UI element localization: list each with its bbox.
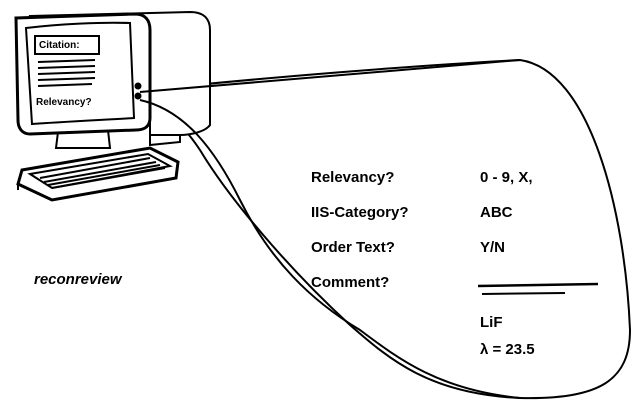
pointer-line-top: [139, 59, 521, 93]
keyboard-keys: [39, 157, 166, 189]
comment-entry-line1: LiF: [480, 314, 503, 331]
monitor-stand: [54, 129, 112, 149]
comment-entry-line2: λ = 23.5: [480, 341, 535, 358]
screen-text-lines: [37, 59, 96, 87]
callout-bubble-outline: [145, 58, 632, 400]
comment-blank-line-2: [481, 292, 566, 295]
value-order-text: Y/N: [480, 239, 506, 256]
prompt-relevancy: Relevancy?: [311, 169, 395, 186]
monitor-knob-bottom: [134, 92, 142, 100]
prompt-comment: Comment?: [311, 274, 390, 291]
terminal-caption: reconreview: [34, 271, 122, 288]
value-iis-category: ABC: [480, 204, 513, 221]
monitor-knob-top: [134, 82, 142, 90]
value-relevancy: 0 - 9, X,: [480, 169, 533, 186]
screen-relevancy-prompt: Relevancy?: [36, 97, 92, 108]
prompt-order-text: Order Text?: [311, 239, 395, 256]
comment-blank-line-1: [477, 282, 599, 288]
prompt-iis-category: IIS-Category?: [311, 204, 409, 221]
monitor-base-side: [149, 130, 181, 147]
screen-citation-label: Citation:: [39, 40, 80, 51]
pointer-line-bottom: [139, 99, 521, 399]
screen-citation-box: [34, 35, 100, 55]
